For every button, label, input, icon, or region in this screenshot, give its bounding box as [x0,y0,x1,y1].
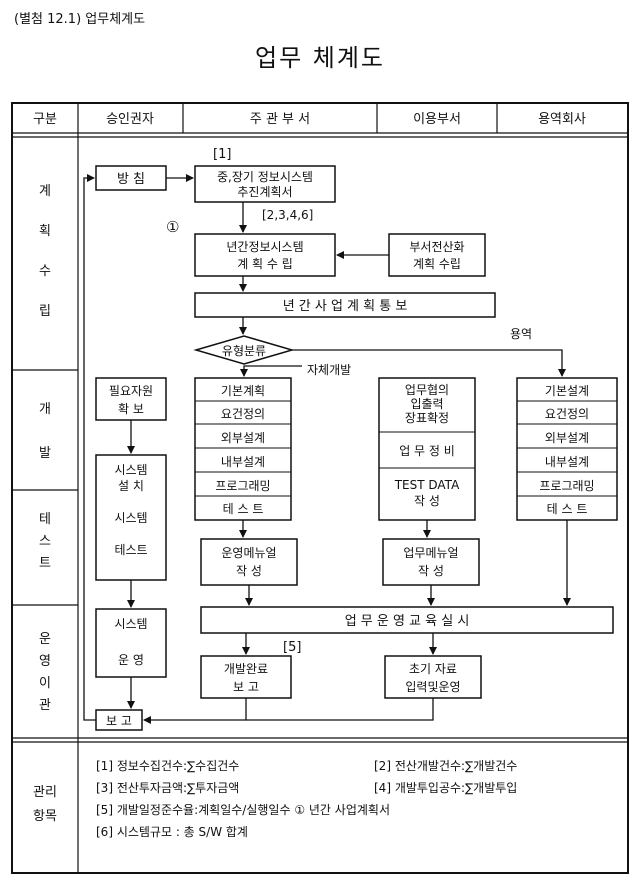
inhouse-step-2: 요건정의 [221,407,265,421]
user-maint-label: 업 무 정 비 [399,444,455,458]
inhouse-dev-box [194,377,292,521]
column-header-main-dept: 주 관 부 서 [250,112,310,127]
vendor-dev-box [516,377,618,521]
ref-1-label: [1] [213,147,231,162]
training-box [200,606,614,634]
vendor-step-2: 요건정의 [545,407,589,421]
column-header-user-dept: 이용부서 [413,112,461,127]
table-frame [11,102,629,874]
vendor-step-5: 프로그래밍 [539,479,594,493]
column-header-category: 구분 [33,112,57,127]
column-header-approver: 승인권자 [106,112,154,127]
vendor-step-1: 기본설계 [545,384,589,398]
operate-label: 시스템 운 영 [114,617,147,667]
install-test-box [95,454,167,581]
arrow-initial-to-report [246,698,434,721]
initial-data-box [384,655,482,699]
arrow-classify-to-vendor [292,349,566,377]
training-label: 업 무 운 영 교 육 실 시 [345,614,470,629]
user-dept-box [378,377,476,521]
ref-2346-label: [2,3,4,6] [262,208,313,222]
vendor-step-6: 테 스 트 [547,502,588,516]
mgmt-item-1: [1] 정보수집건수:∑수집건수 [96,759,239,773]
mgmt-item-2: [2] 전산개발건수:∑개발건수 [374,759,517,773]
notify-label: 년 간 사 업 계 획 통 보 [283,299,408,314]
ref-5-label: [5] [283,640,301,655]
annex-caption: (별첨 12.1) 업무체계도 [14,12,146,27]
arrow-report-feedback [83,174,96,721]
policy-label: 방 침 [117,172,145,187]
arrow-inhouse-path [240,365,302,377]
resource-box [95,377,167,421]
op-manual-box [200,538,298,586]
midlong-plan-box [194,165,336,203]
classify-label: 유형분류 [222,344,266,358]
table-gridlines [12,103,628,873]
vendor-path-label: 용역 [510,327,532,341]
inhouse-step-4: 내부설계 [221,455,265,469]
arrow-done-to-report [143,698,247,724]
mgmt-item-4: [4] 개발투입공수:∑개발투입 [374,781,517,795]
inhouse-step-1: 기본계획 [221,384,265,398]
vendor-step-3: 외부설계 [545,431,589,445]
operate-box [95,608,167,678]
inhouse-step-5: 프로그래밍 [215,479,270,493]
circle-1-label: ① [166,218,179,236]
mgmt-item-5: [5] 개발일정준수율:계획일수/실행일수 ① 년간 사업계획서 [96,802,390,817]
page-title: 업무 체계도 [254,44,386,72]
vendor-step-4: 내부설계 [545,455,589,469]
inhouse-step-6: 테 스 트 [223,502,264,516]
inhouse-step-3: 외부설계 [221,431,265,445]
column-header-vendor: 용역회사 [538,112,586,127]
annual-plan-box [194,233,336,277]
notify-box [194,292,496,318]
dept-plan-box [388,233,486,277]
mgmt-item-3: [3] 전산투자금액:∑투자금액 [96,781,239,795]
report-label: 보 고 [106,714,132,728]
done-report-box [200,655,292,699]
inhouse-path-label: 자체개발 [307,363,351,377]
mgmt-item-6: [6] 시스템규모 : 총 S/W 합계 [96,825,248,839]
policy-box [95,165,167,191]
